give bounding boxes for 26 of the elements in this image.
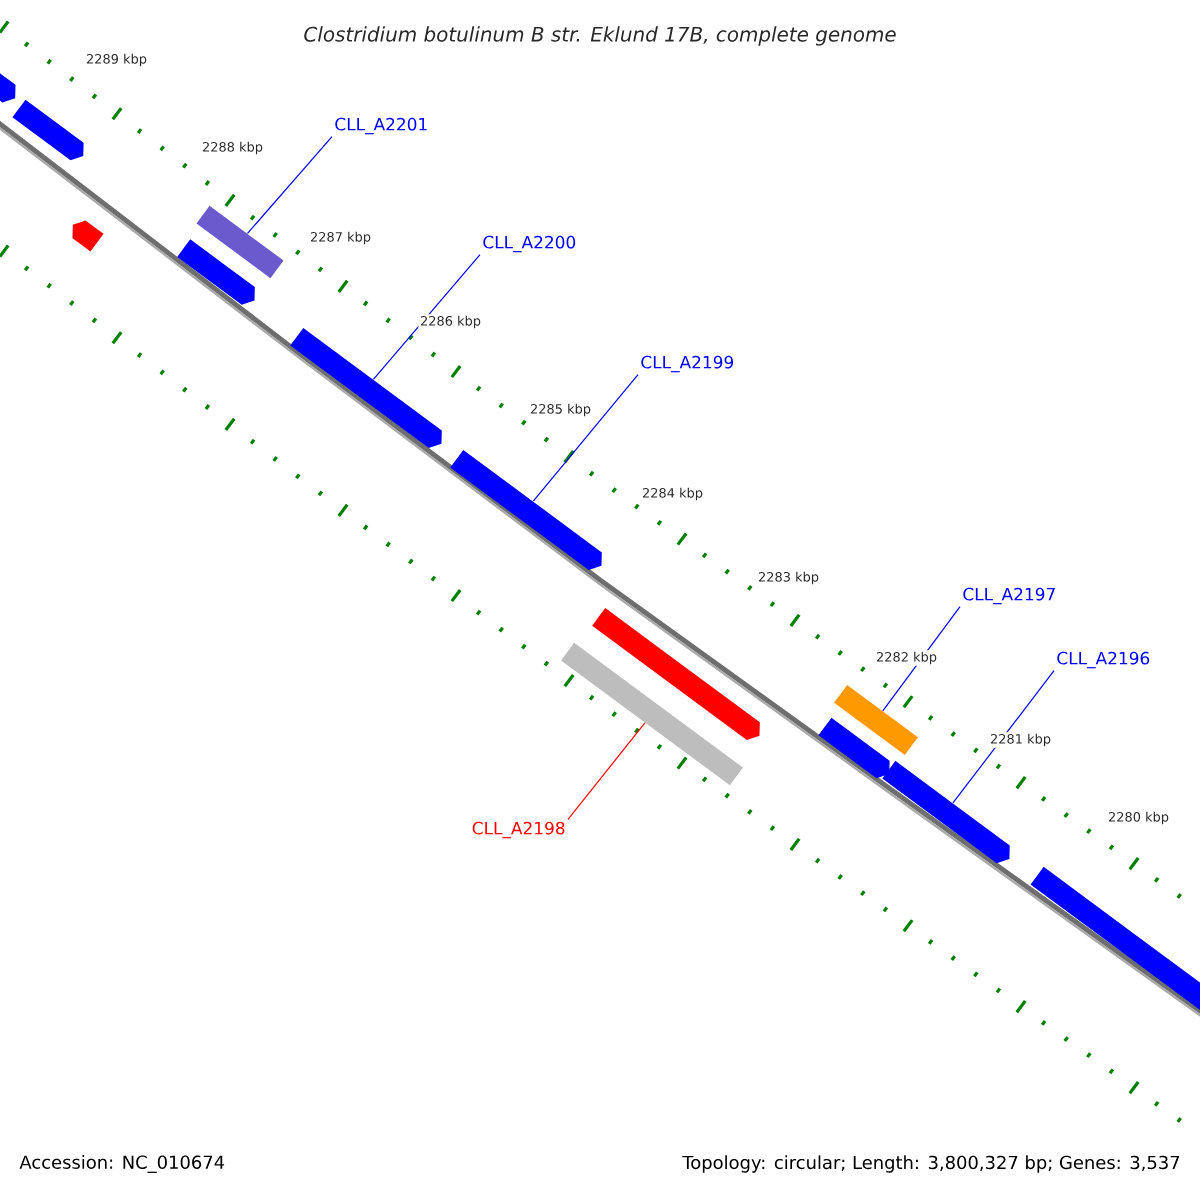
gene-label: CLL_A2199 (641, 355, 734, 373)
gene-bar (818, 717, 890, 779)
gene-bar (834, 685, 918, 755)
genome-info-text: Topology: circular; Length: 3,800,327 bp; Genes: 3,537 (682, 1155, 1180, 1173)
gene-bar (882, 760, 1010, 864)
gene-label: CLL_A2196 (1057, 651, 1150, 669)
gene-label: CLL_A2201 (335, 117, 427, 135)
leader-line (246, 136, 333, 234)
leader-line (567, 722, 646, 820)
gene-label: CLL_A2197 (963, 587, 1055, 605)
title: Clostridium botulinum B str. Eklund 17B, complete genome (304, 26, 896, 46)
gene-label: CLL_A2198 (472, 821, 565, 839)
gene-bar (561, 642, 743, 786)
gene-bar (72, 220, 104, 252)
leader-line (372, 254, 481, 380)
leader-line (952, 670, 1055, 804)
gene-bar (450, 449, 602, 571)
leader-line (532, 374, 639, 502)
accession-text: Accession: NC_010674 (19, 1155, 225, 1173)
gene-bar (1030, 866, 1200, 1014)
gene-bar (196, 205, 284, 279)
gene-bar (592, 607, 760, 741)
gene-bar (12, 99, 84, 161)
gene-label: CLL_A2200 (483, 235, 576, 253)
gene-bar (290, 327, 442, 449)
gene-bar (177, 239, 255, 305)
